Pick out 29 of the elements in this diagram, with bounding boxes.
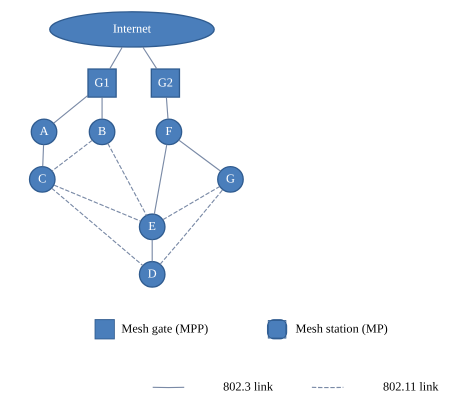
node-ellipse: Internet	[48, 11, 214, 48]
connector	[153, 144, 167, 214]
legend-label: Mesh station (MP)	[295, 322, 388, 336]
node-circle: A	[30, 118, 57, 146]
connector	[101, 97, 102, 120]
node-box: G1	[86, 68, 116, 98]
node-circle: F	[155, 118, 182, 146]
connector	[52, 95, 88, 124]
connector	[53, 184, 140, 222]
node-circle: G	[216, 166, 244, 193]
legend-label: 802.3 link	[222, 380, 272, 394]
connector	[165, 97, 168, 120]
connector	[108, 46, 122, 70]
connector	[42, 144, 44, 166]
legend-label: 802.11 link	[382, 380, 438, 394]
node-circle: E	[138, 213, 166, 240]
node-circle: D	[138, 260, 166, 288]
legend-label: Mesh gate (MPP)	[120, 322, 208, 336]
connector	[162, 186, 220, 220]
connector	[151, 240, 152, 262]
node-box: G2	[150, 68, 180, 98]
connector	[178, 140, 220, 172]
node-circle: C	[28, 166, 56, 193]
node-circle: B	[88, 118, 115, 146]
connector	[142, 46, 157, 70]
connector	[51, 140, 92, 172]
connector	[50, 188, 143, 266]
connector	[159, 190, 222, 265]
connector	[106, 143, 147, 216]
